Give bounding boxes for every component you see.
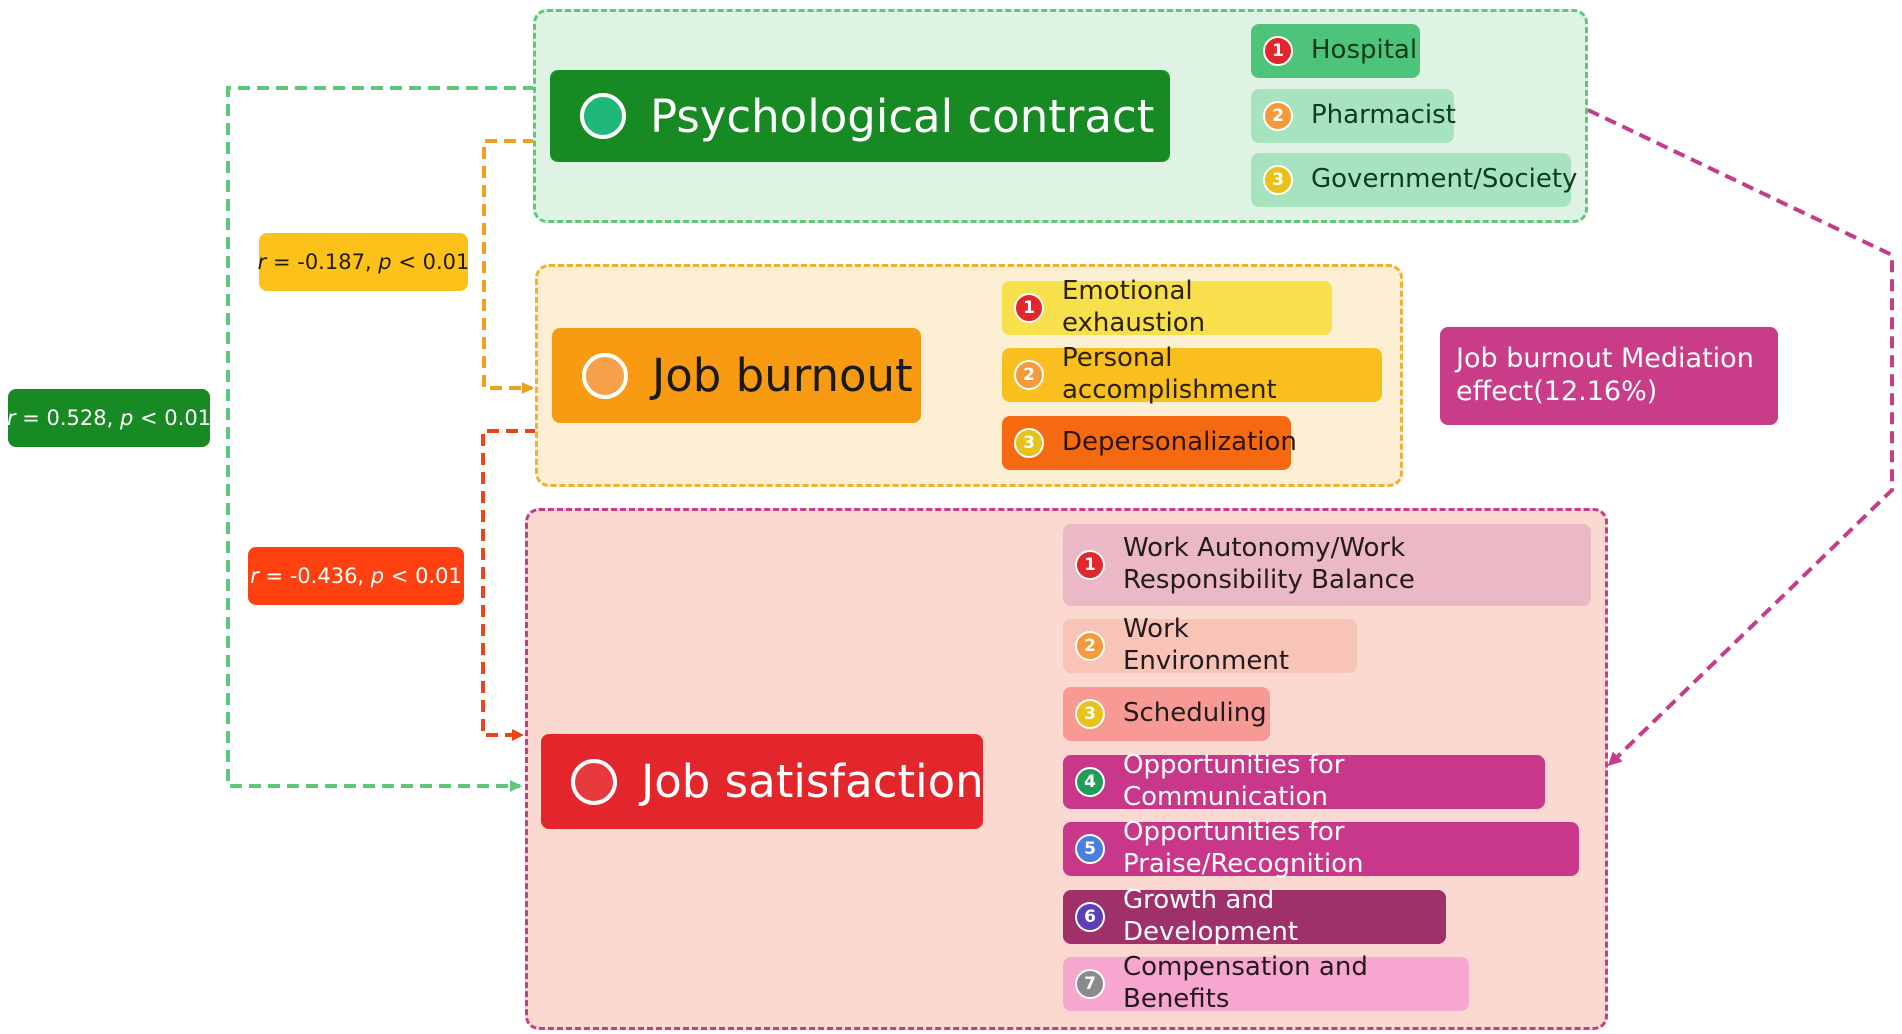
job-burnout-node: Job burnout xyxy=(552,328,921,423)
r-symbol: r xyxy=(250,564,259,588)
number-badge: 1 xyxy=(1075,550,1105,580)
item-label: Compensation and Benefits xyxy=(1123,952,1368,1014)
p-symbol: p xyxy=(378,250,392,274)
stat-pc-jb: r = -0.187, p < 0.01 xyxy=(257,233,470,291)
stat-jb-js: r = -0.436, p < 0.01 xyxy=(248,547,464,605)
psychological-contract-node: Psychological contract xyxy=(550,70,1170,162)
psychological-contract-title: Psychological contract xyxy=(650,89,1155,143)
number-badge: 2 xyxy=(1075,631,1105,661)
js-item-scheduling: 3 Scheduling xyxy=(1063,687,1270,741)
item-label: Depersonalization xyxy=(1062,427,1297,458)
item-label: Work Autonomy/Work Responsibility Balanc… xyxy=(1123,533,1415,595)
p-symbol: p xyxy=(370,564,385,588)
arrow-jb-to-js xyxy=(481,429,537,741)
r-value: = 0.528, xyxy=(15,406,120,430)
circle-icon xyxy=(571,758,617,805)
pc-item-pharmacist: 2 Pharmacist xyxy=(1251,89,1456,143)
pc-item-government-society: 3 Government/Society xyxy=(1251,153,1577,207)
number-badge: 4 xyxy=(1075,767,1105,797)
circle-icon xyxy=(582,352,628,399)
job-satisfaction-node: Job satisfaction xyxy=(541,734,984,829)
r-value: = -0.187, xyxy=(266,250,379,274)
js-item-communication: 4 Opportunities for Communication xyxy=(1063,750,1545,812)
item-label: Work Environment xyxy=(1123,614,1290,676)
js-item-compensation-benefits: 7 Compensation and Benefits xyxy=(1063,952,1469,1014)
p-value: < 0.01 xyxy=(384,564,462,588)
number-badge: 3 xyxy=(1075,699,1105,729)
r-symbol: r xyxy=(257,250,267,274)
p-value: < 0.01 xyxy=(133,406,212,430)
item-label: Hospital xyxy=(1311,35,1418,66)
js-item-praise-recognition: 5 Opportunities for Praise/Recognition xyxy=(1063,817,1579,879)
number-badge: 3 xyxy=(1014,428,1044,458)
number-badge: 1 xyxy=(1263,36,1293,66)
circle-icon xyxy=(580,93,626,139)
number-badge: 6 xyxy=(1075,902,1105,932)
number-badge: 1 xyxy=(1014,293,1044,323)
item-label: Personal accomplishment xyxy=(1062,343,1277,405)
job-satisfaction-title: Job satisfaction xyxy=(641,755,984,808)
p-value: < 0.01 xyxy=(391,250,470,274)
js-item-work-autonomy: 1 Work Autonomy/Work Responsibility Bala… xyxy=(1063,524,1591,606)
number-badge: 2 xyxy=(1263,101,1293,131)
item-label: Emotional exhaustion xyxy=(1062,276,1206,338)
item-label: Scheduling xyxy=(1123,698,1267,729)
number-badge: 2 xyxy=(1014,360,1044,390)
item-label: Opportunities for Communication xyxy=(1123,750,1345,812)
item-label: Government/Society xyxy=(1311,164,1578,195)
jb-item-depersonalization: 3 Depersonalization xyxy=(1002,416,1297,470)
jb-item-personal-accomplishment: 2 Personal accomplishment xyxy=(1002,343,1382,405)
p-symbol: p xyxy=(120,406,134,430)
pc-item-hospital: 1 Hospital xyxy=(1251,24,1420,78)
arrow-pc-to-jb xyxy=(482,139,535,394)
stat-pc-js: r = 0.528, p < 0.01 xyxy=(6,389,212,447)
js-item-work-environment: 2 Work Environment xyxy=(1063,614,1357,676)
item-label: Pharmacist xyxy=(1311,100,1456,131)
number-badge: 5 xyxy=(1075,834,1105,864)
r-symbol: r xyxy=(6,406,16,430)
job-burnout-title: Job burnout xyxy=(652,349,913,402)
jb-item-emotional-exhaustion: 1 Emotional exhaustion xyxy=(1002,276,1332,338)
item-label: Opportunities for Praise/Recognition xyxy=(1123,817,1364,879)
mediation-effect-label: Job burnout Mediation effect(12.16%) xyxy=(1440,327,1778,425)
r-value: = -0.436, xyxy=(258,564,371,588)
arrow-mediation xyxy=(1587,108,1894,767)
number-badge: 3 xyxy=(1263,165,1293,195)
item-label: Growth and Development xyxy=(1123,885,1299,947)
arrow-pc-to-js xyxy=(226,86,535,792)
number-badge: 7 xyxy=(1075,969,1105,999)
js-item-growth-development: 6 Growth and Development xyxy=(1063,885,1446,947)
